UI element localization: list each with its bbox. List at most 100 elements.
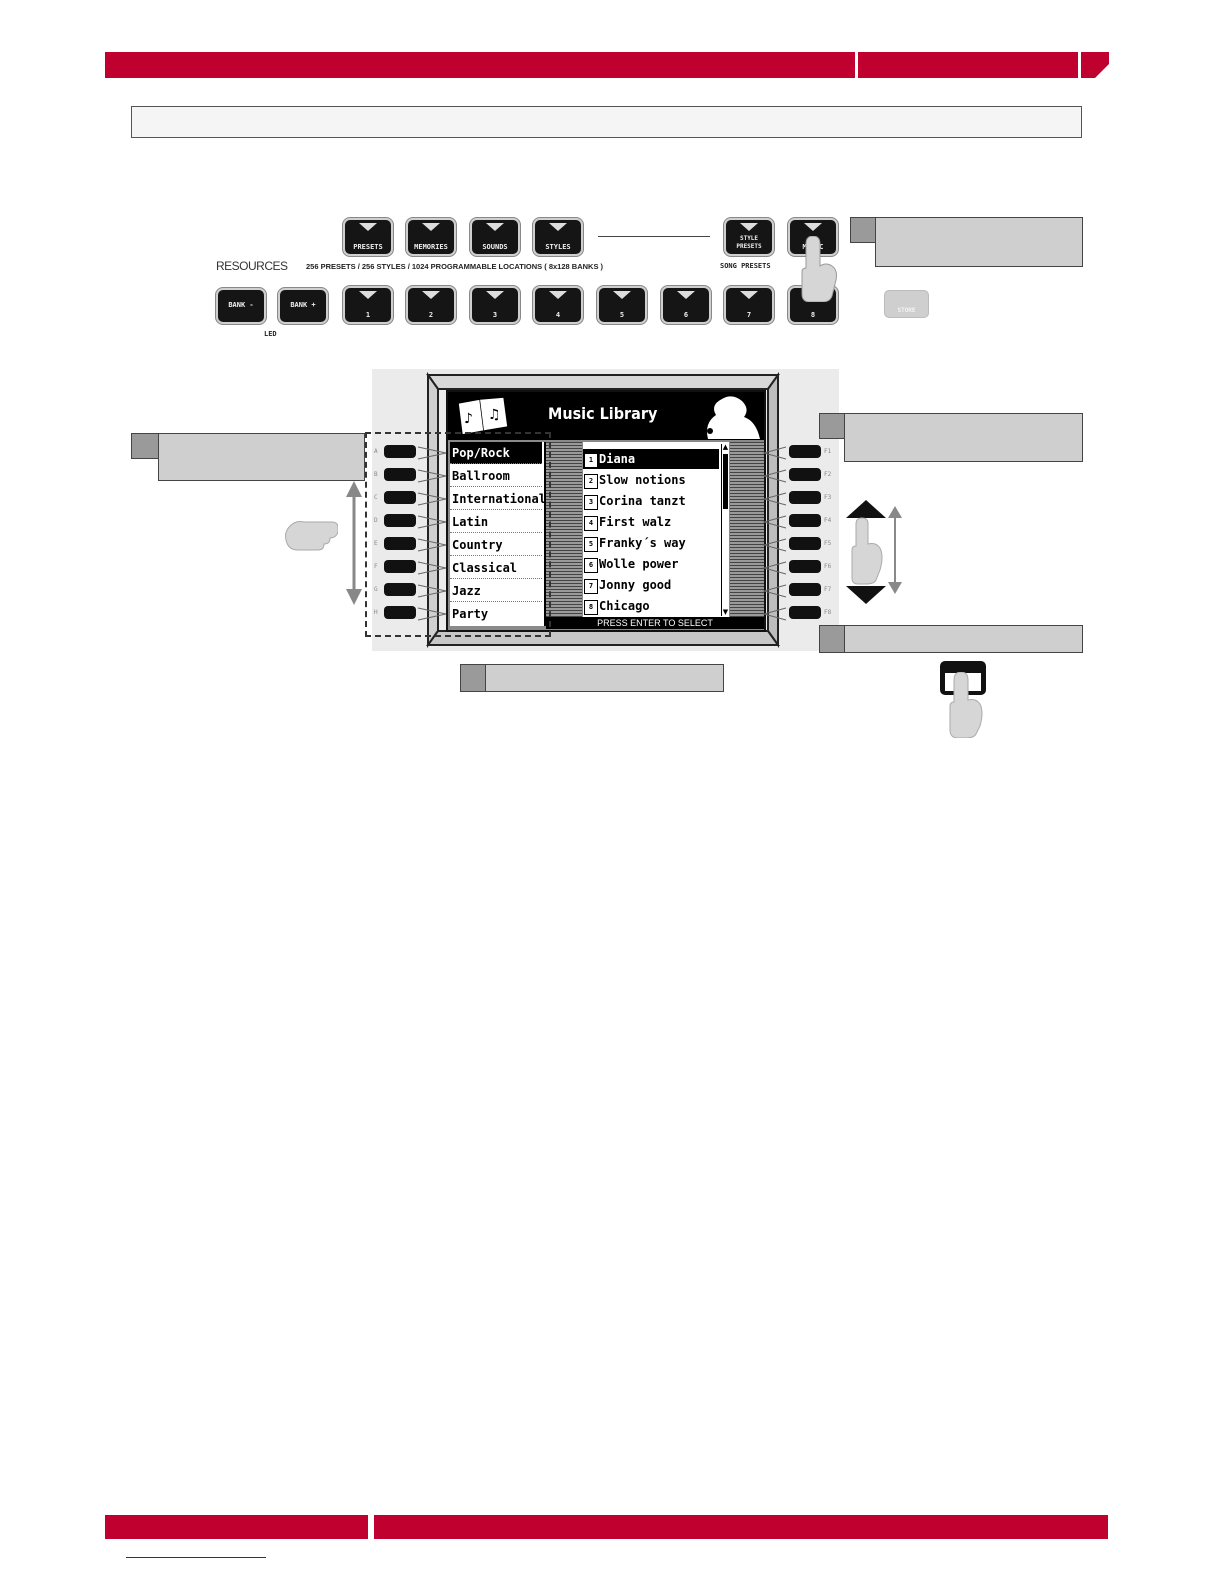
number-button-2[interactable]: 2 — [406, 286, 456, 324]
number-button-7[interactable]: 7 — [724, 286, 774, 324]
style-presets-button[interactable]: STYLE PRESETS — [724, 218, 774, 256]
side-key-label: F — [374, 563, 378, 570]
side-key-label: E — [374, 540, 378, 547]
side-key-label: A — [374, 448, 378, 455]
side-key-label: F1 — [824, 448, 832, 455]
side-button-c[interactable] — [384, 491, 416, 504]
svg-text:♪: ♪ — [464, 411, 473, 427]
resources-detail: 256 PRESETS / 256 STYLES / 1024 PROGRAMM… — [306, 262, 604, 271]
number-button-1[interactable]: 1 — [343, 286, 393, 324]
scroll-dial-icon[interactable] — [846, 500, 886, 604]
callout-music — [850, 217, 1083, 267]
side-key-label: C — [374, 494, 378, 501]
callout-number — [850, 217, 876, 243]
number-button-6[interactable]: 6 — [661, 286, 711, 324]
scroll-down-icon[interactable]: ▼ — [722, 608, 729, 616]
footer-bar-left — [105, 1515, 368, 1539]
number-button-4[interactable]: 4 — [533, 286, 583, 324]
control-panel: PRESETS MEMORIES SOUNDS STYLES STYLE PRE… — [210, 212, 850, 342]
scroll-thumb[interactable] — [723, 454, 728, 509]
pointing-hand-enter-icon — [944, 671, 984, 739]
presets-button[interactable]: PRESETS — [343, 218, 393, 256]
side-key-label: F8 — [824, 609, 832, 616]
sounds-button[interactable]: SOUNDS — [470, 218, 520, 256]
callout-number — [819, 413, 845, 439]
music-book-icon: ♪ ♫ — [457, 396, 509, 436]
side-button-e[interactable] — [384, 537, 416, 550]
side-key-label: F4 — [824, 517, 832, 524]
side-button-f8[interactable] — [789, 606, 821, 619]
selection-highlight — [365, 432, 551, 637]
pointing-hand-icon — [796, 235, 840, 303]
side-button-f7[interactable] — [789, 583, 821, 596]
styles-button[interactable]: STYLES — [533, 218, 583, 256]
memories-button[interactable]: MEMORIES — [406, 218, 456, 256]
singer-silhouette-icon — [707, 396, 760, 439]
bank-minus-button[interactable]: BANK - — [216, 288, 266, 324]
side-key-label: G — [374, 586, 378, 593]
header-bar-left — [105, 52, 855, 78]
store-label: STORE — [897, 307, 916, 314]
side-key-label: F6 — [824, 563, 832, 570]
side-button-f[interactable] — [384, 560, 416, 573]
footer-bar-right — [374, 1515, 1108, 1539]
side-button-h[interactable] — [384, 606, 416, 619]
category-item[interactable]: Latin — [450, 511, 542, 533]
side-button-f5[interactable] — [789, 537, 821, 550]
category-item[interactable]: Ballroom — [450, 465, 542, 487]
header-bar-corner — [1081, 52, 1109, 78]
category-item[interactable]: Party — [450, 603, 542, 626]
side-key-label: B — [374, 471, 378, 478]
pointing-hand-left-icon — [282, 516, 339, 552]
side-key-label: F3 — [824, 494, 832, 501]
screen-title: Music Library — [548, 404, 658, 423]
category-item[interactable]: Classical — [450, 557, 542, 579]
category-item[interactable]: International — [450, 488, 546, 510]
side-button-b[interactable] — [384, 468, 416, 481]
category-item[interactable]: Pop/Rock — [450, 442, 542, 464]
bank-plus-button[interactable]: BANK + — [278, 288, 328, 324]
callout-enter — [819, 625, 1083, 653]
song-scrollbar[interactable]: ▲ ▼ — [721, 444, 729, 616]
callout-number — [460, 664, 486, 692]
category-item[interactable]: Country — [450, 534, 542, 556]
number-button-3[interactable]: 3 — [470, 286, 520, 324]
number-button-5[interactable]: 5 — [597, 286, 647, 324]
side-button-f2[interactable] — [789, 468, 821, 481]
svg-text:♫: ♫ — [488, 407, 501, 423]
side-button-g[interactable] — [384, 583, 416, 596]
bank-led-label: LED — [264, 330, 277, 338]
category-item[interactable]: Jazz — [450, 580, 542, 602]
side-key-label: F7 — [824, 586, 832, 593]
resources-label: RESOURCES — [216, 259, 288, 273]
side-key-label: D — [374, 517, 378, 524]
note-pattern-left — [546, 442, 582, 620]
footer-link-underline[interactable] — [126, 1557, 266, 1558]
side-key-label: F5 — [824, 540, 832, 547]
scroll-up-icon[interactable]: ▲ — [722, 443, 729, 451]
callout-number — [131, 433, 159, 459]
callout-number — [819, 625, 845, 653]
side-button-f3[interactable] — [789, 491, 821, 504]
side-key-label: H — [374, 609, 378, 616]
side-button-f6[interactable] — [789, 560, 821, 573]
side-button-f4[interactable] — [789, 514, 821, 527]
side-button-a[interactable] — [384, 445, 416, 458]
section-title-box — [131, 106, 1082, 138]
vertical-double-arrow-right-icon — [886, 506, 904, 594]
side-button-f1[interactable] — [789, 445, 821, 458]
side-button-d[interactable] — [384, 514, 416, 527]
song-presets-label: SONG PRESETS — [720, 262, 771, 270]
vertical-double-arrow-left-icon — [344, 481, 364, 605]
store-button[interactable]: STORE — [884, 290, 929, 318]
header-bar-middle — [858, 52, 1078, 78]
